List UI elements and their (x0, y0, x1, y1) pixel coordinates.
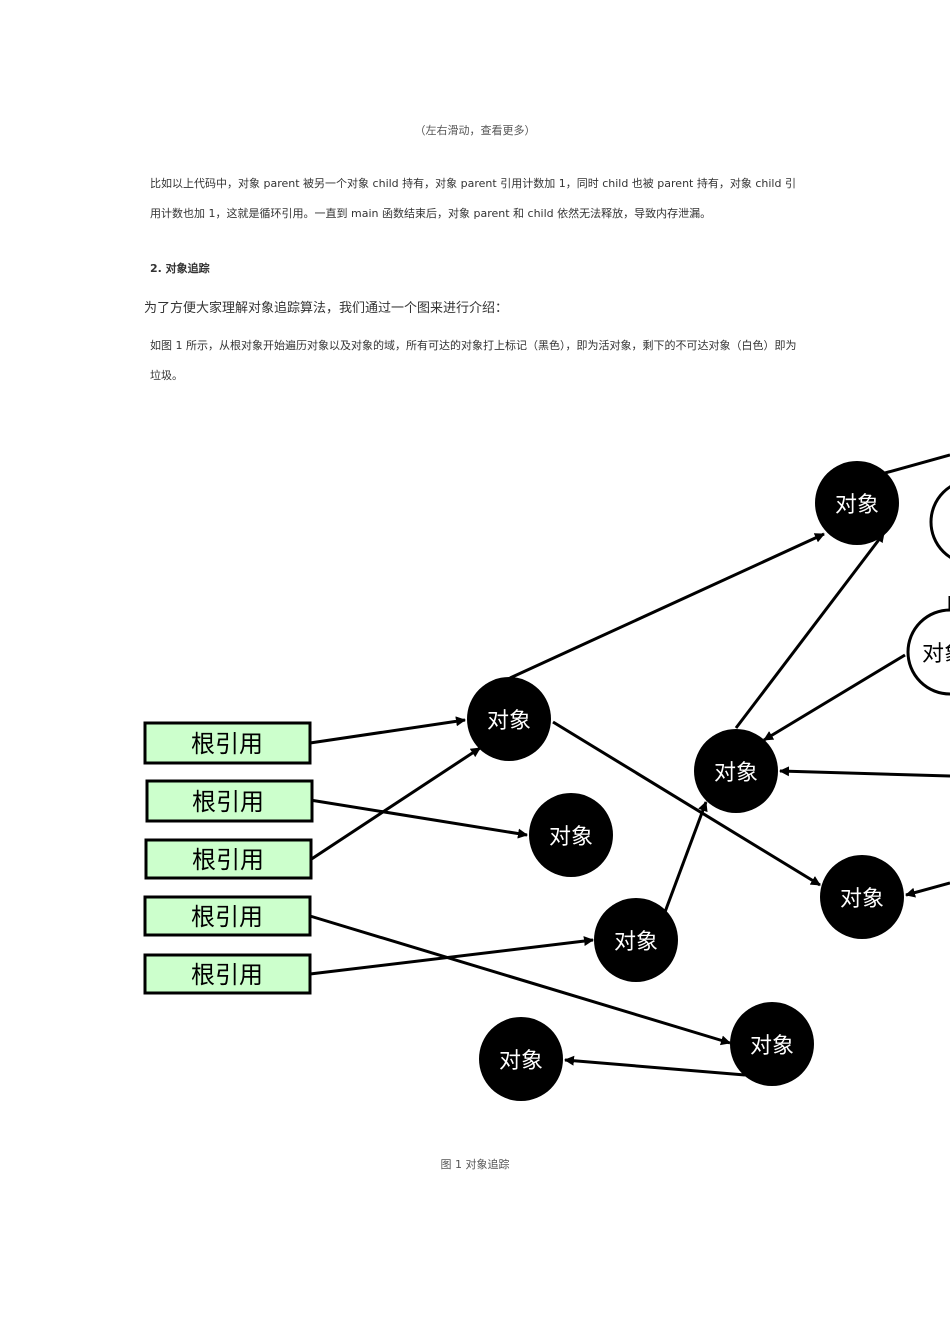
object-label: 对象 (922, 642, 950, 667)
diagram-canvas: 根引用 根引用 根引用 根引用 根引用 对象 对象 对象 (143, 453, 950, 1101)
edge-offscreen-to-n6 (905, 881, 950, 898)
object-label: 对象 (614, 930, 658, 955)
reachable-object-1: 对象 (467, 677, 551, 761)
edge-root1-to-n1 (309, 716, 466, 745)
object-label: 对象 (487, 709, 531, 734)
root-reference-5: 根引用 (143, 953, 312, 995)
reachable-object-3: 对象 (815, 461, 899, 545)
paragraph-figure-description: 如图 1 所示，从根对象开始遍历对象以及对象的域，所有可达的对象打上标记（黑色）… (150, 339, 797, 382)
intro-line: 为了方便大家理解对象追踪算法，我们通过一个图来进行介绍： (144, 301, 509, 316)
unreachable-object-1: 对象 (929, 485, 950, 559)
edge-root2-to-n2 (309, 798, 528, 839)
edge-n7-to-n4 (663, 801, 708, 913)
object-label: 对象 (840, 887, 884, 912)
root-reference-3: 根引用 (144, 838, 313, 880)
root-reference-1: 根引用 (143, 721, 312, 765)
edge-n1-to-n3 (509, 532, 825, 680)
edge-n4-to-n3 (734, 532, 886, 729)
unreachable-object-2: 对象 (906, 608, 950, 696)
root-reference-4: 根引用 (143, 895, 312, 937)
root-label: 根引用 (191, 903, 263, 931)
root-label: 根引用 (191, 730, 263, 758)
edge-root5-to-n7 (309, 936, 594, 976)
edge-root4-to-n8 (309, 914, 731, 1046)
edge-w2-to-n4 (763, 653, 906, 742)
edge-n3-offscreen (884, 453, 950, 475)
reachable-object-5: 对象 (820, 855, 904, 939)
edge-n8-to-n9 (564, 1055, 746, 1077)
edge-root3-to-n1 (309, 746, 481, 862)
section-heading: 2. 对象追踪 (150, 262, 210, 275)
root-label: 根引用 (192, 846, 264, 874)
root-label: 根引用 (191, 961, 263, 989)
root-label: 根引用 (192, 788, 264, 816)
object-label: 对象 (714, 761, 758, 786)
edge-offscreen-to-n4 (779, 766, 950, 778)
object-label: 对象 (750, 1034, 794, 1059)
figure-caption: 图 1 对象追踪 (440, 1158, 510, 1171)
reachable-object-8: 对象 (479, 1017, 563, 1101)
object-label: 对象 (835, 493, 879, 518)
reachable-object-7: 对象 (730, 1002, 814, 1086)
object-tracing-diagram: 根引用 根引用 根引用 根引用 根引用 对象 对象 对象 (0, 440, 950, 1120)
edge-n1-to-n6 (552, 720, 821, 887)
scroll-hint: （左右滑动，查看更多） (414, 124, 536, 137)
root-reference-2: 根引用 (145, 779, 314, 823)
reachable-object-4: 对象 (694, 729, 778, 813)
paragraph-circular-reference: 比如以上代码中，对象 parent 被另一个对象 child 持有，对象 par… (150, 177, 796, 220)
object-label: 对象 (499, 1049, 543, 1074)
object-label: 对象 (549, 825, 593, 850)
reachable-object-6: 对象 (594, 898, 678, 982)
reachable-object-2: 对象 (529, 793, 613, 877)
